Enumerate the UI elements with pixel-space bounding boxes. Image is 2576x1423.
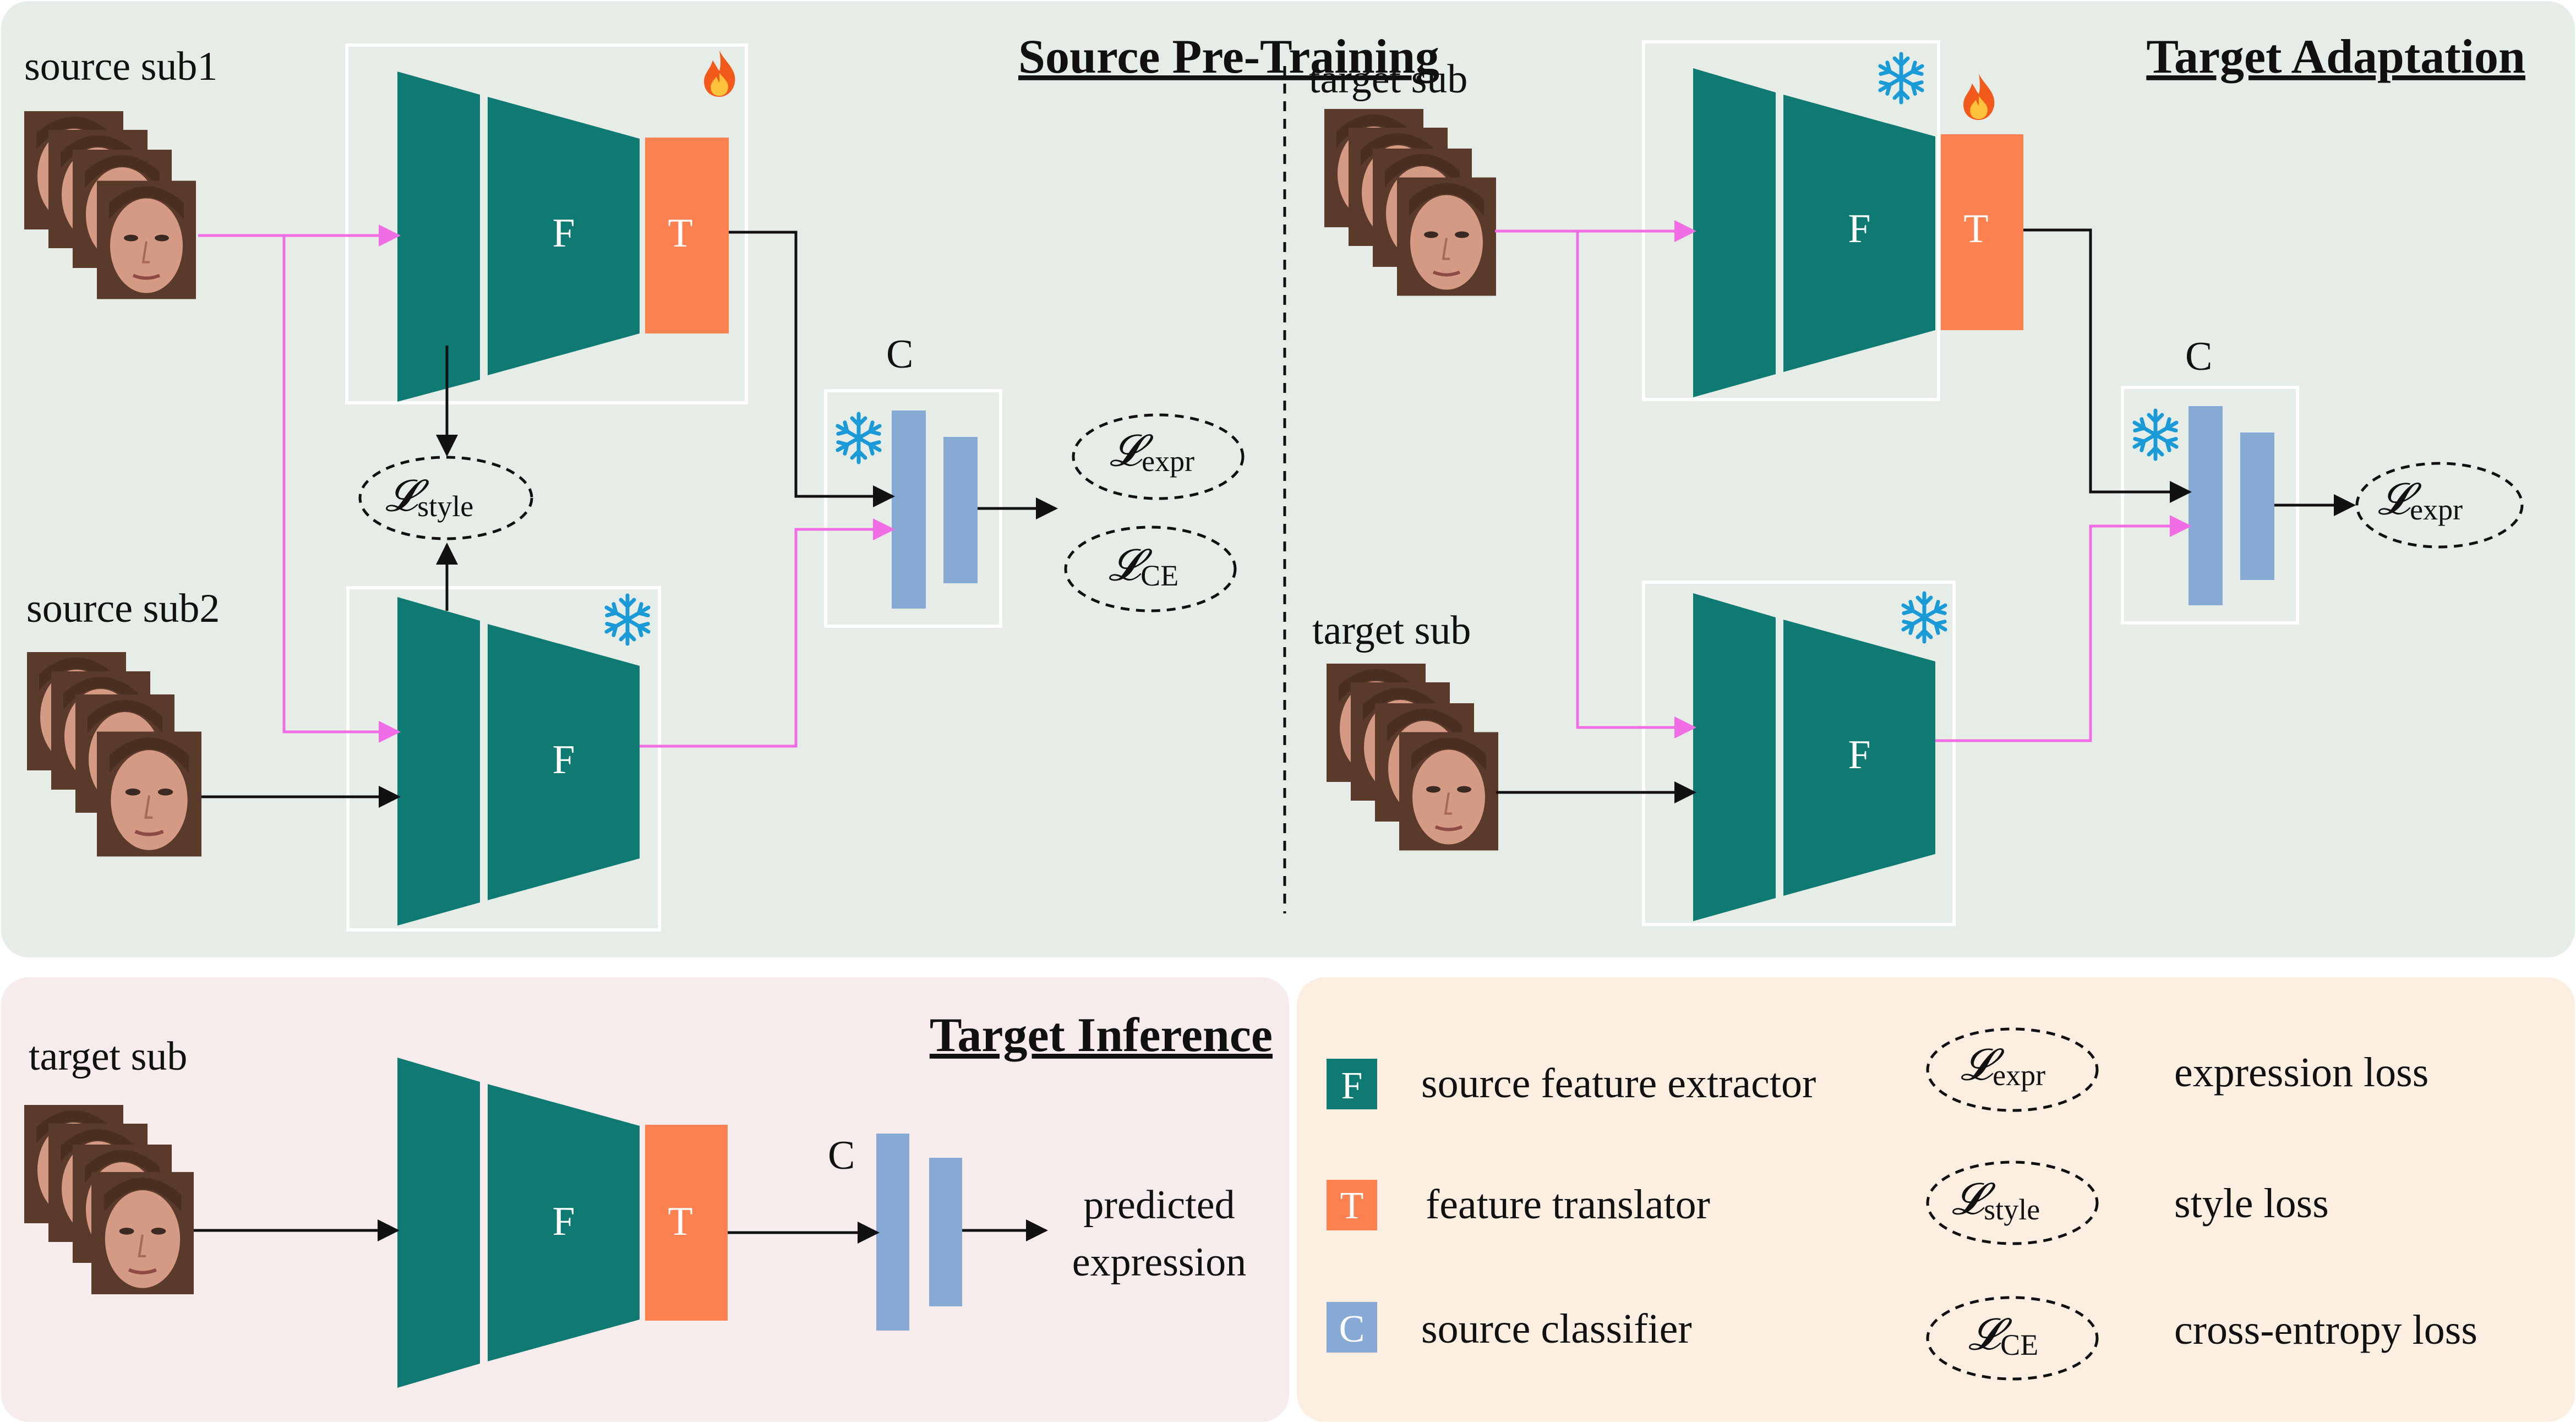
inference-output-line2: expression bbox=[1072, 1240, 1247, 1285]
legend-translator-letter: T bbox=[1340, 1185, 1364, 1227]
legend-classifier-letter: C bbox=[1339, 1308, 1365, 1350]
inference-f-right bbox=[488, 1084, 640, 1361]
adapt-classifier-bar-2 bbox=[2240, 433, 2274, 580]
pretrain-f-top-trapezoid bbox=[397, 72, 480, 402]
source-sub1-label: source sub1 bbox=[24, 44, 217, 89]
adapt-f-top-letter: F bbox=[1848, 206, 1870, 251]
legend-expr-loss-ellipse bbox=[1926, 1027, 2099, 1112]
legend-ce-loss-text: cross-entropy loss bbox=[2174, 1307, 2477, 1353]
adapt-translator-block bbox=[1941, 134, 2023, 330]
pretrain-f-top-right bbox=[488, 97, 640, 375]
adapt-f-top-trapezoid bbox=[1693, 68, 1776, 397]
legend-panel: F source feature extractor T feature tra… bbox=[1327, 1027, 2477, 1381]
legend-expr-loss-text: expression loss bbox=[2174, 1049, 2428, 1096]
panel-legend-background bbox=[1297, 977, 2575, 1422]
adapt-expr-loss-ellipse bbox=[2355, 462, 2524, 549]
pretrain-bottom-frame bbox=[346, 586, 661, 932]
legend-classifier-text: source classifier bbox=[1421, 1306, 1692, 1352]
adapt-flow-lines bbox=[1495, 220, 2356, 803]
pretrain-classifier-label: C bbox=[886, 332, 913, 377]
pretrain-f-bottom-trapezoid bbox=[397, 597, 480, 926]
inference-f-trapezoid bbox=[397, 1058, 480, 1388]
inference-classifier-bar-1 bbox=[876, 1134, 909, 1331]
adapt-classifier-bar-1 bbox=[2188, 406, 2223, 605]
inference-flow-lines bbox=[194, 1219, 1048, 1244]
inference-target-sub-label: target sub bbox=[29, 1034, 187, 1079]
pretrain-translator-block bbox=[645, 138, 729, 333]
target-inference-panel: Target Inference target sub F T C predic… bbox=[24, 1009, 1273, 1388]
adapt-t-top-letter: T bbox=[1963, 206, 1988, 251]
adapt-f-bottom-right bbox=[1783, 620, 1935, 896]
adapt-target-sub-bottom-label: target sub bbox=[1312, 608, 1471, 653]
pretrain-ce-loss-ellipse bbox=[1064, 526, 1237, 612]
legend-translator-text: feature translator bbox=[1426, 1181, 1710, 1228]
adapt-target-sub-top-label: target sub bbox=[1309, 57, 1467, 102]
adapt-bottom-frame bbox=[1642, 581, 1956, 926]
adapt-f-top-right bbox=[1783, 95, 1935, 372]
pretrain-f-bottom-right bbox=[488, 624, 640, 900]
legend-extractor-swatch bbox=[1327, 1059, 1377, 1109]
legend-translator-swatch bbox=[1327, 1180, 1377, 1230]
inference-t-letter: T bbox=[668, 1199, 692, 1244]
pretrain-expr-loss-ellipse bbox=[1072, 413, 1245, 500]
inference-classifier-bar-2 bbox=[929, 1158, 962, 1306]
pretrain-top-frame bbox=[345, 43, 748, 404]
pretrain-f-bottom-letter: F bbox=[552, 737, 575, 782]
inference-title: Target Inference bbox=[930, 1009, 1273, 1062]
legend-extractor-letter: F bbox=[1341, 1065, 1363, 1107]
pretrain-style-loss-label: 𝓛style bbox=[385, 472, 473, 523]
adapt-f-bottom-letter: F bbox=[1848, 732, 1870, 778]
source-sub2-label: source sub2 bbox=[26, 586, 220, 631]
adapt-f-bottom-trapezoid bbox=[1693, 593, 1776, 921]
adapt-top-frame bbox=[1642, 40, 1940, 401]
pretrain-expr-loss-label: 𝓛expr bbox=[1110, 427, 1194, 478]
inference-classifier-label: C bbox=[828, 1133, 855, 1178]
pretrain-style-loss-ellipse bbox=[358, 456, 533, 540]
legend-style-loss-text: style loss bbox=[2174, 1180, 2329, 1227]
pretrain-classifier-bar-1 bbox=[892, 411, 926, 609]
inference-translator-block bbox=[645, 1125, 728, 1321]
inference-f-letter: F bbox=[552, 1199, 575, 1244]
pretrain-t-top-letter: T bbox=[668, 211, 692, 256]
source-pretraining-panel: Source Pre-Training source sub1 source s… bbox=[24, 30, 1439, 932]
legend-style-loss-ellipse bbox=[1926, 1161, 2099, 1245]
adapt-classifier-label: C bbox=[2185, 334, 2212, 379]
pretrain-classifier-bar-2 bbox=[943, 437, 978, 583]
legend-ce-loss-ellipse bbox=[1926, 1296, 2099, 1381]
inference-output-line1: predicted bbox=[1083, 1183, 1235, 1228]
adaptation-title: Target Adaptation bbox=[2146, 30, 2525, 84]
legend-extractor-text: source feature extractor bbox=[1421, 1060, 1816, 1107]
pretrain-flow-lines bbox=[198, 225, 1058, 808]
pretraining-title: Source Pre-Training bbox=[1018, 30, 1439, 84]
legend-classifier-swatch bbox=[1327, 1302, 1377, 1353]
pretrain-f-top-letter: F bbox=[552, 211, 575, 256]
target-adaptation-panel: Target Adaptation target sub target sub … bbox=[1309, 30, 2525, 926]
